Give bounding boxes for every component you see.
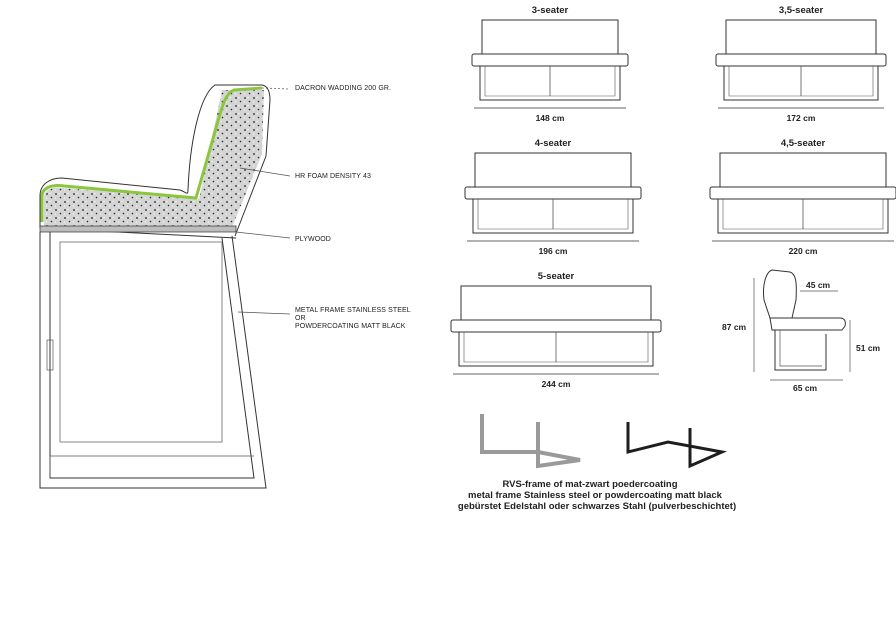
sofa-frame	[472, 199, 634, 234]
sofa-1: 3-seater 148 cm	[471, 5, 629, 123]
foam-back	[185, 90, 264, 232]
sofa-width-label: 220 cm	[789, 246, 818, 256]
callout-metal-frame-3: POWDERCOATING MATT BLACK	[295, 323, 406, 330]
sofa-title: 3,5-seater	[779, 5, 824, 16]
caption-line-3: gebürstet Edelstahl oder schwarzes Stahl…	[458, 501, 736, 512]
callout-metal-frame-2: OR	[295, 315, 306, 322]
sofa-4: 4,5-seater 220 cm	[709, 138, 896, 256]
frame-sample-black	[626, 422, 728, 469]
sofa-size-options: 3-seater 148 cm 3,5-seater 172 cm 4-seater 19…	[450, 5, 896, 389]
frame-sample-steel	[480, 414, 581, 469]
bench-cross-section	[39, 84, 271, 489]
callout-metal-frame-1: METAL FRAME STAINLESS STEEL	[295, 307, 411, 314]
sofa-width-label: 244 cm	[542, 379, 571, 389]
sofa-frame	[479, 66, 621, 101]
callout-hr-foam: HR FOAM DENSITY 43	[295, 173, 371, 180]
sofa-width-label: 196 cm	[539, 246, 568, 256]
sofa-2: 3,5-seater 172 cm	[715, 5, 887, 123]
side-view	[753, 269, 851, 381]
side-depth-label: 65 cm	[793, 383, 818, 393]
sofa-5: 5-seater 244 cm	[450, 271, 662, 389]
sofa-width-label: 172 cm	[787, 113, 816, 123]
sofa-seat	[464, 186, 642, 200]
sofa-back	[481, 19, 619, 57]
sofa-title: 3-seater	[532, 5, 569, 16]
sofa-seat	[450, 319, 662, 333]
sofa-frame	[723, 66, 879, 101]
sofa-back	[725, 19, 877, 57]
caption-line-2: metal frame Stainless steel or powdercoa…	[468, 490, 723, 501]
side-seat-height-label: 51 cm	[856, 343, 881, 353]
sofa-width-label: 148 cm	[536, 113, 565, 123]
callout-plywood: PLYWOOD	[295, 236, 331, 243]
sofa-frame	[458, 332, 654, 367]
sofa-title: 4,5-seater	[781, 138, 826, 149]
sofa-seat	[715, 53, 887, 67]
sofa-3: 4-seater 196 cm	[464, 138, 642, 256]
sofa-seat	[709, 186, 896, 200]
foam-seat	[44, 187, 230, 232]
dacron-layer	[40, 86, 263, 222]
caption-line-1: RVS-frame of mat-zwart poedercoating	[502, 479, 677, 490]
sofa-title: 4-seater	[535, 138, 572, 149]
sofa-seat	[471, 53, 629, 67]
plywood-layer	[39, 225, 237, 233]
sofa-back	[719, 152, 887, 190]
sofa-frame	[717, 199, 889, 234]
callout-dacron: DACRON WADDING 200 GR.	[295, 85, 391, 92]
sofa-back	[474, 152, 632, 190]
side-seat-depth-label: 45 cm	[806, 280, 831, 290]
callout-lines	[235, 87, 291, 315]
sofa-title: 5-seater	[538, 271, 575, 282]
side-height-label: 87 cm	[722, 322, 747, 332]
sofa-back	[460, 285, 652, 323]
